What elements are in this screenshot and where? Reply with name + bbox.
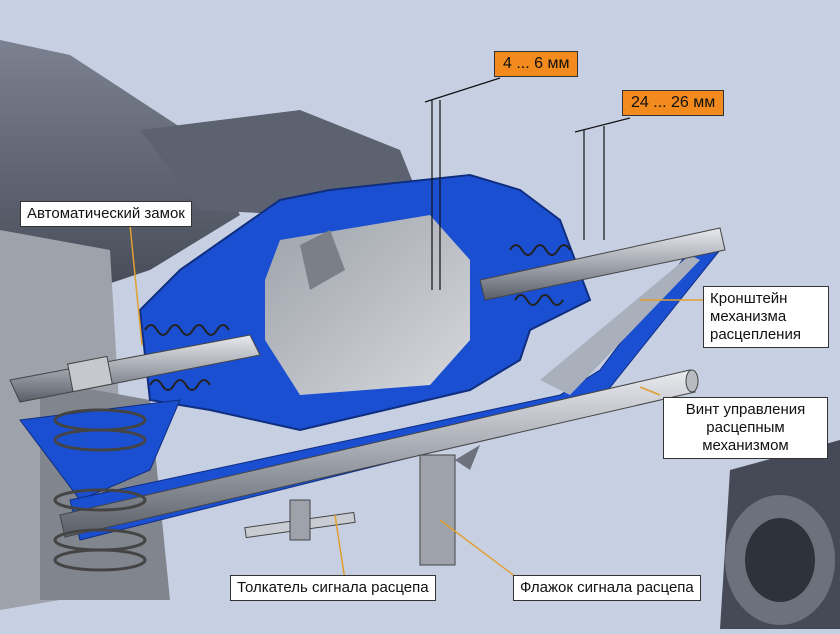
- label-auto-lock: Автоматический замок: [20, 201, 192, 227]
- leader-lines: [129, 224, 705, 581]
- right-shaft: [479, 227, 726, 301]
- lock-shaft: [9, 334, 261, 403]
- flag-part: [419, 445, 480, 566]
- label-flag: Флажок сигнала расцепа: [513, 575, 701, 601]
- bottom-spring: [53, 408, 147, 572]
- left-spring: [144, 324, 230, 391]
- right-spring: [509, 244, 571, 306]
- pusher-part: [244, 499, 356, 541]
- label-pusher: Толкатель сигнала расцепа: [230, 575, 436, 601]
- control-screw: [59, 369, 699, 538]
- dimension-gap2: 24 ... 26 мм: [622, 90, 725, 116]
- dimension-lines: [424, 77, 631, 290]
- adjacent-coupler: [720, 440, 840, 629]
- dimension-gap1: 4 ... 6 мм: [494, 51, 579, 77]
- label-bracket: Кронштейн механизма расцепления: [703, 286, 829, 348]
- label-screw: Винт управления расцепным механизмом: [663, 397, 828, 459]
